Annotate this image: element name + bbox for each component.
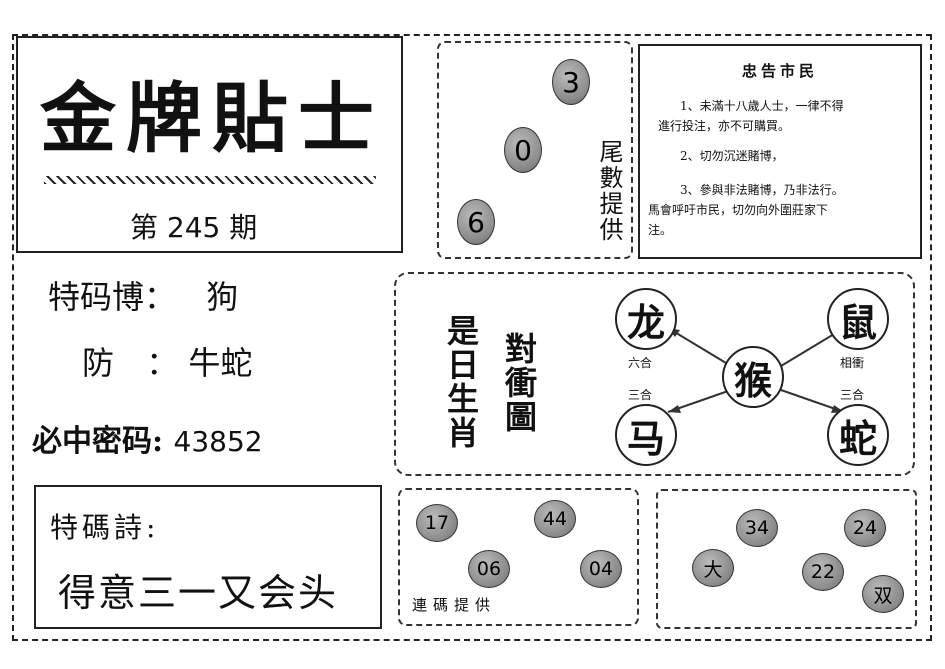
- issue-prefix: 第: [130, 211, 159, 244]
- notice-line: 進行投注，亦不可購買。: [658, 119, 791, 133]
- zodiac-top-right: 鼠: [827, 288, 889, 350]
- code-ball: 17: [416, 504, 458, 542]
- code-ball: 06: [468, 550, 510, 588]
- tema-label: 特码博：: [48, 278, 177, 316]
- mima-label: 必中密码:: [32, 424, 164, 459]
- zodiac-bottom-right: 蛇: [827, 404, 889, 466]
- tema-value: 狗: [206, 278, 239, 316]
- notice-line: 馬會呼吁市民，切勿向外圍莊家下: [648, 203, 829, 217]
- arrow-head: [668, 405, 681, 413]
- issue-suffix: 期: [229, 211, 258, 244]
- code-ball: 04: [580, 550, 622, 588]
- poem-text: 得意三一又会头: [58, 571, 339, 615]
- mima-value: 43852: [173, 425, 263, 458]
- mima-row: 必中密码: 43852: [32, 416, 263, 460]
- chart-label: 三合: [628, 388, 653, 402]
- zodiac-center: 猴: [722, 346, 784, 408]
- tail-ball: 6: [457, 199, 495, 245]
- code-ball: 24: [844, 509, 886, 547]
- zodiac-panel: 是日生肖 對衝圖 龙 鼠 猴 马 蛇 六合 三合 相衝 三合: [394, 272, 915, 476]
- arrow-line: [667, 327, 732, 367]
- code-ball: 22: [802, 553, 844, 591]
- tail-ball: 3: [552, 59, 590, 105]
- page-title: 金牌貼士: [40, 74, 384, 163]
- poem-panel: [34, 485, 382, 629]
- outer-border: [12, 34, 932, 641]
- issue-value: 245: [166, 211, 221, 244]
- tail-panel: 3 0 6 尾數提供: [437, 41, 633, 259]
- notice-line: 3、參與非法賭博，乃非法行。: [680, 183, 844, 197]
- fang-value: 牛蛇: [188, 344, 253, 382]
- chart-left-label: 是日生肖: [442, 314, 480, 450]
- code-ball: 44: [534, 500, 576, 538]
- chart-right-label: 對衝圖: [500, 332, 538, 434]
- zodiac-bottom-left: 马: [615, 404, 677, 466]
- notice-line: 注。: [648, 223, 673, 237]
- zodiac-arrows: [667, 327, 845, 413]
- tail-ball: 0: [504, 127, 542, 173]
- notice-title: 忠告市民: [741, 62, 818, 80]
- code-ball: 双: [862, 575, 904, 613]
- zodiac-top-left: 龙: [615, 288, 677, 350]
- chart-label: 相衝: [840, 356, 865, 370]
- title-panel: [16, 36, 403, 253]
- code-ball: 34: [736, 509, 778, 547]
- tema-row: 特码博： 狗: [48, 272, 238, 318]
- fang-separator: ：: [146, 344, 179, 382]
- chart-label: 三合: [840, 388, 865, 402]
- code-panel-left: 17 44 06 04: [398, 488, 639, 626]
- poem-label: 特碼詩:: [50, 511, 160, 544]
- code-panel-right: 34 24 大 22 双: [656, 489, 917, 629]
- title-underline: [44, 176, 376, 184]
- fang-label: 防: [82, 344, 115, 382]
- issue-number: 第 245 期: [130, 206, 257, 246]
- notice-panel: 忠告市民 1、未滿十八歲人士，一律不得 進行投注，亦不可購買。 2、切勿沉迷賭博…: [638, 44, 922, 259]
- notice-line: 1、未滿十八歲人士，一律不得: [680, 99, 844, 113]
- chart-label: 六合: [628, 356, 653, 370]
- code-label: 連碼提供: [412, 596, 497, 614]
- fang-row: 防 ： 牛蛇: [82, 338, 252, 384]
- code-ball: 大: [692, 549, 734, 587]
- tail-label: 尾數提供: [595, 139, 623, 243]
- notice-line: 2、切勿沉迷賭博，: [680, 149, 784, 163]
